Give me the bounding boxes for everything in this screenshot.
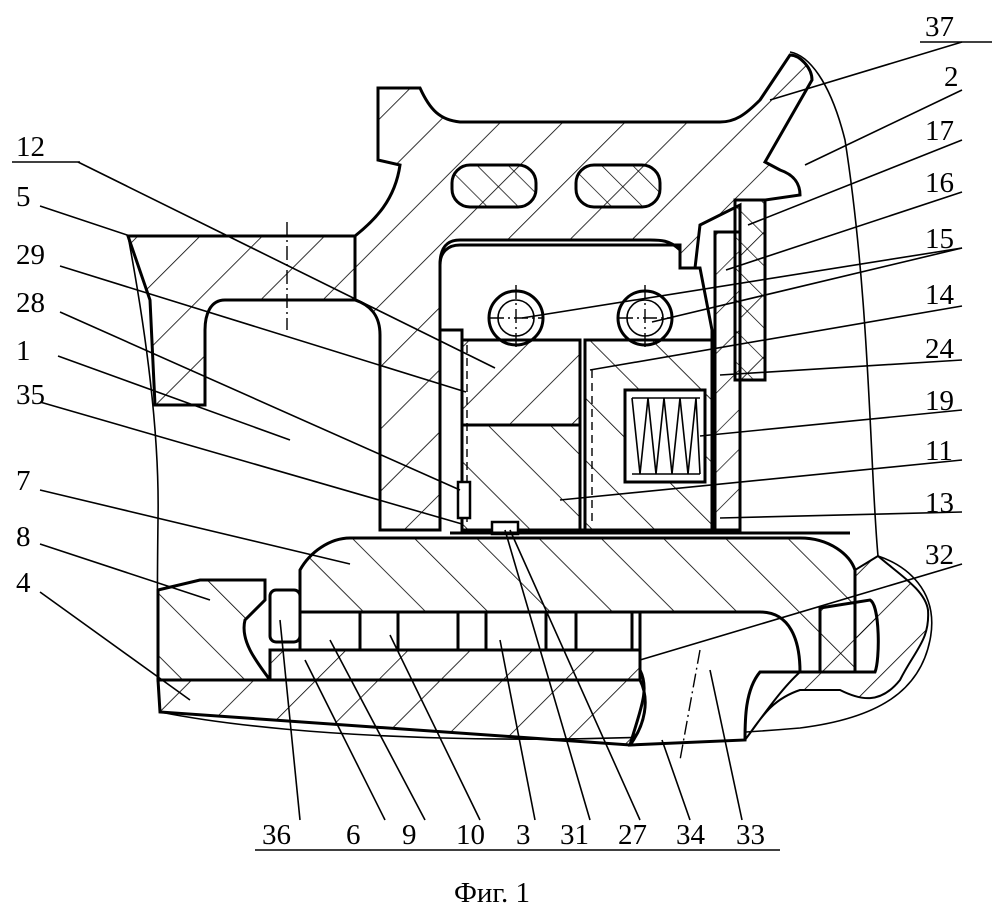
leader-6 xyxy=(304,659,386,821)
axis-34 xyxy=(679,649,701,761)
label-15: 15 xyxy=(925,223,954,255)
label-19: 19 xyxy=(925,385,954,417)
housing-5 xyxy=(125,234,357,407)
label-5: 5 xyxy=(16,181,31,213)
leader-28 xyxy=(59,311,461,491)
roller-row-1 xyxy=(298,610,362,652)
roller-row-4 xyxy=(574,610,634,652)
label-4: 4 xyxy=(16,567,31,599)
part-8 xyxy=(156,578,273,682)
leader-15b xyxy=(651,247,963,323)
leader-16 xyxy=(725,191,963,271)
label-24: 24 xyxy=(925,333,955,365)
block-12 xyxy=(460,338,582,427)
label-13: 13 xyxy=(925,487,954,519)
leader-7 xyxy=(39,489,351,565)
leader-35 xyxy=(39,401,463,525)
leader-15a xyxy=(521,247,963,319)
inner-cavity xyxy=(438,243,714,532)
pin-35 xyxy=(456,480,472,520)
leader-31 xyxy=(504,529,591,821)
label-6: 6 xyxy=(346,819,361,851)
leader-32 xyxy=(639,563,963,661)
leader-24 xyxy=(719,359,963,376)
leader-3 xyxy=(499,639,536,821)
label-17: 17 xyxy=(925,115,954,147)
label-31: 31 xyxy=(560,819,589,851)
leader-17 xyxy=(747,139,963,226)
roller-row-3 xyxy=(484,610,548,652)
label-14: 14 xyxy=(925,279,955,311)
leader-29 xyxy=(59,265,467,393)
leader-36 xyxy=(279,619,301,821)
figure-caption: Фиг. 1 xyxy=(454,877,530,909)
seal-right xyxy=(574,163,662,209)
leader-4 xyxy=(39,591,191,701)
label-12: 12 xyxy=(16,131,45,163)
sector-right xyxy=(744,554,930,741)
label-10: 10 xyxy=(456,819,485,851)
spring-19 xyxy=(631,397,701,475)
shaft-6 xyxy=(268,648,642,682)
seal-left xyxy=(450,163,538,209)
label-29: 29 xyxy=(16,239,45,271)
label-27: 27 xyxy=(618,819,647,851)
leader-37 xyxy=(769,41,963,101)
block-11 xyxy=(460,423,582,532)
label-1: 1 xyxy=(16,335,31,367)
label-37: 37 xyxy=(925,11,954,43)
base-4 xyxy=(156,678,647,747)
roller-row-2 xyxy=(396,610,460,652)
leader-2 xyxy=(804,89,963,166)
outer-contour xyxy=(127,51,933,740)
pin-36 xyxy=(268,588,302,644)
leader-9 xyxy=(329,639,426,821)
leader-14 xyxy=(589,305,963,371)
plate-17 xyxy=(733,198,767,382)
leader-8 xyxy=(39,543,211,601)
label-8: 8 xyxy=(16,521,31,553)
leader-27 xyxy=(509,529,641,821)
leader-1 xyxy=(57,355,291,441)
leader-34 xyxy=(661,739,691,821)
label-35: 35 xyxy=(16,379,45,411)
label-9: 9 xyxy=(402,819,417,851)
label-11: 11 xyxy=(925,435,953,467)
label-3: 3 xyxy=(516,819,531,851)
leader-13 xyxy=(719,511,963,519)
leader-12 xyxy=(77,161,496,369)
leader-19 xyxy=(699,409,963,437)
label-33: 33 xyxy=(736,819,765,851)
leader-5 xyxy=(39,205,131,237)
leader-11 xyxy=(559,459,963,501)
label-2: 2 xyxy=(944,61,959,93)
label-16: 16 xyxy=(925,167,954,199)
label-28: 28 xyxy=(16,287,45,319)
label-34: 34 xyxy=(676,819,706,851)
ring-33 xyxy=(627,610,802,747)
label-36: 36 xyxy=(262,819,291,851)
label-7: 7 xyxy=(16,465,31,497)
leader-10 xyxy=(389,634,481,821)
label-32: 32 xyxy=(925,539,954,571)
leader-33 xyxy=(709,669,743,821)
